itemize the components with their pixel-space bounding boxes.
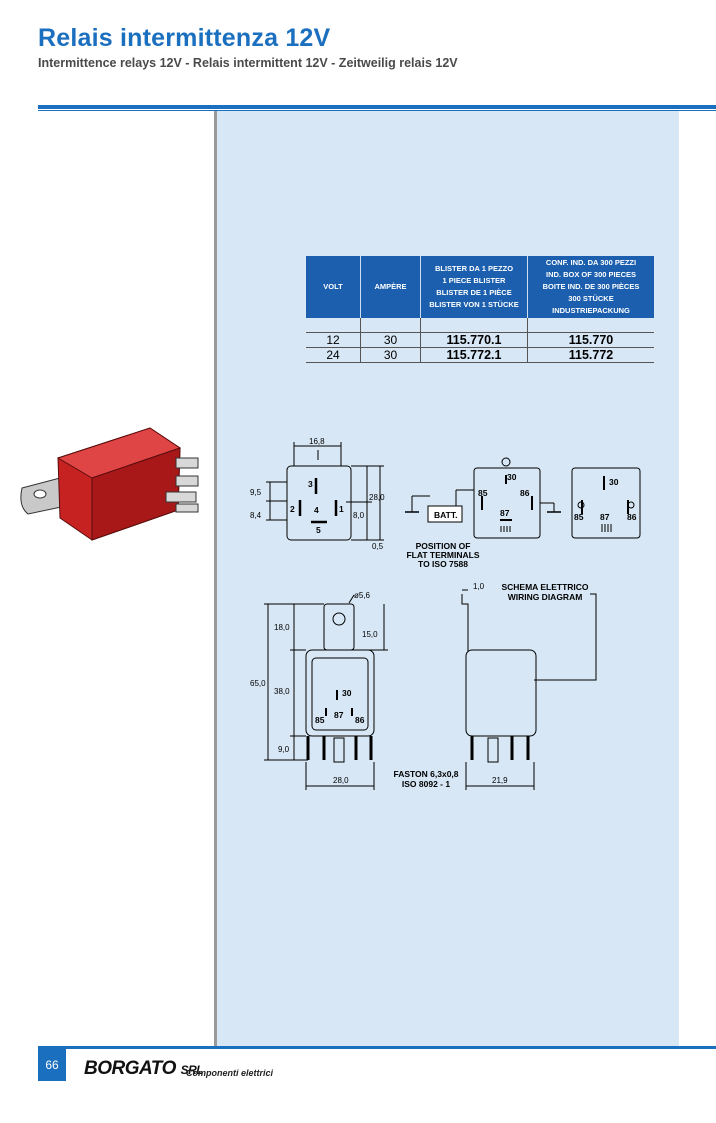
front-pin-86: 86 (355, 715, 365, 725)
relay-image (20, 427, 199, 541)
pinout-86: 86 (627, 512, 637, 522)
page-title: Relais intermittenza 12V (38, 24, 331, 52)
dim-28-bottom: 28,0 (333, 776, 349, 785)
pinout-87: 87 (600, 512, 610, 522)
dim-38: 38,0 (274, 687, 290, 696)
pin-4: 4 (314, 505, 319, 515)
dim-65: 65,0 (250, 679, 266, 688)
dim-1: 1,0 (473, 582, 485, 591)
dim-15: 15,0 (362, 630, 378, 639)
brand-tagline: Componenti elettrici (186, 1068, 274, 1078)
pin-87: 87 (500, 508, 510, 518)
dim-21-9: 21,9 (492, 776, 508, 785)
col-volt: VOLT (306, 256, 361, 318)
position-label-2: FLAT TERMINALS (406, 550, 479, 560)
pin-2: 2 (290, 504, 295, 514)
pin-5: 5 (316, 525, 321, 535)
pin-86: 86 (520, 488, 530, 498)
pin-30: 30 (507, 472, 517, 482)
page-subtitle: Intermittence relays 12V - Relais interm… (38, 56, 458, 70)
circuit-diagram (405, 457, 561, 539)
pinout-drawing (571, 467, 641, 539)
dim-28: 28,0 (369, 493, 385, 502)
front-view-drawing (264, 594, 388, 790)
position-label-1: POSITION OF (416, 541, 471, 551)
position-label-3: TO ISO 7588 (418, 559, 468, 569)
pinout-85: 85 (574, 512, 584, 522)
batt-label: BATT. (434, 510, 457, 520)
footer-rule (38, 1046, 716, 1049)
dim-16-8: 16,8 (309, 437, 325, 446)
header-rule (38, 105, 716, 109)
schema-label-1: SCHEMA ELETTRICO (501, 582, 588, 592)
dim-hole: ø5,6 (354, 591, 371, 600)
dim-18: 18,0 (274, 623, 290, 632)
page-number: 66 (38, 1049, 66, 1081)
brand-logo: BORGATO SRL (84, 1058, 204, 1079)
footprint-drawing (266, 442, 384, 541)
faston-label-2: ISO 8092 - 1 (402, 779, 450, 789)
column-divider (214, 111, 217, 1047)
product-table: VOLT AMPÈRE BLISTER DA 1 PEZZO 1 PIECE B… (306, 256, 654, 363)
header-rule-thin (38, 110, 716, 111)
col-ampere: AMPÈRE (360, 256, 421, 318)
dim-8: 8,0 (353, 511, 365, 520)
pinout-30: 30 (609, 477, 619, 487)
dim-9: 9,0 (278, 745, 290, 754)
side-view-drawing (461, 589, 597, 790)
col-box: CONF. IND. DA 300 PEZZI IND. BOX OF 300 … (527, 256, 654, 318)
front-pin-85: 85 (315, 715, 325, 725)
image-column (38, 111, 214, 1047)
dim-9-5: 9,5 (250, 488, 262, 497)
front-pin-87: 87 (334, 710, 344, 720)
pin-85: 85 (478, 488, 488, 498)
dim-0-5: 0,5 (372, 542, 384, 551)
pin-3: 3 (308, 479, 313, 489)
table-row: 24 30 115.772.1 115.772 (306, 347, 654, 363)
schema-label-2: WIRING DIAGRAM (508, 592, 583, 602)
faston-label-1: FASTON 6,3x0,8 (393, 769, 458, 779)
col-blister: BLISTER DA 1 PEZZO 1 PIECE BLISTER BLIST… (420, 256, 528, 318)
front-pin-30: 30 (342, 688, 352, 698)
dim-8-4: 8,4 (250, 511, 262, 520)
pin-1: 1 (339, 504, 344, 514)
table-row: 12 30 115.770.1 115.770 (306, 332, 654, 348)
